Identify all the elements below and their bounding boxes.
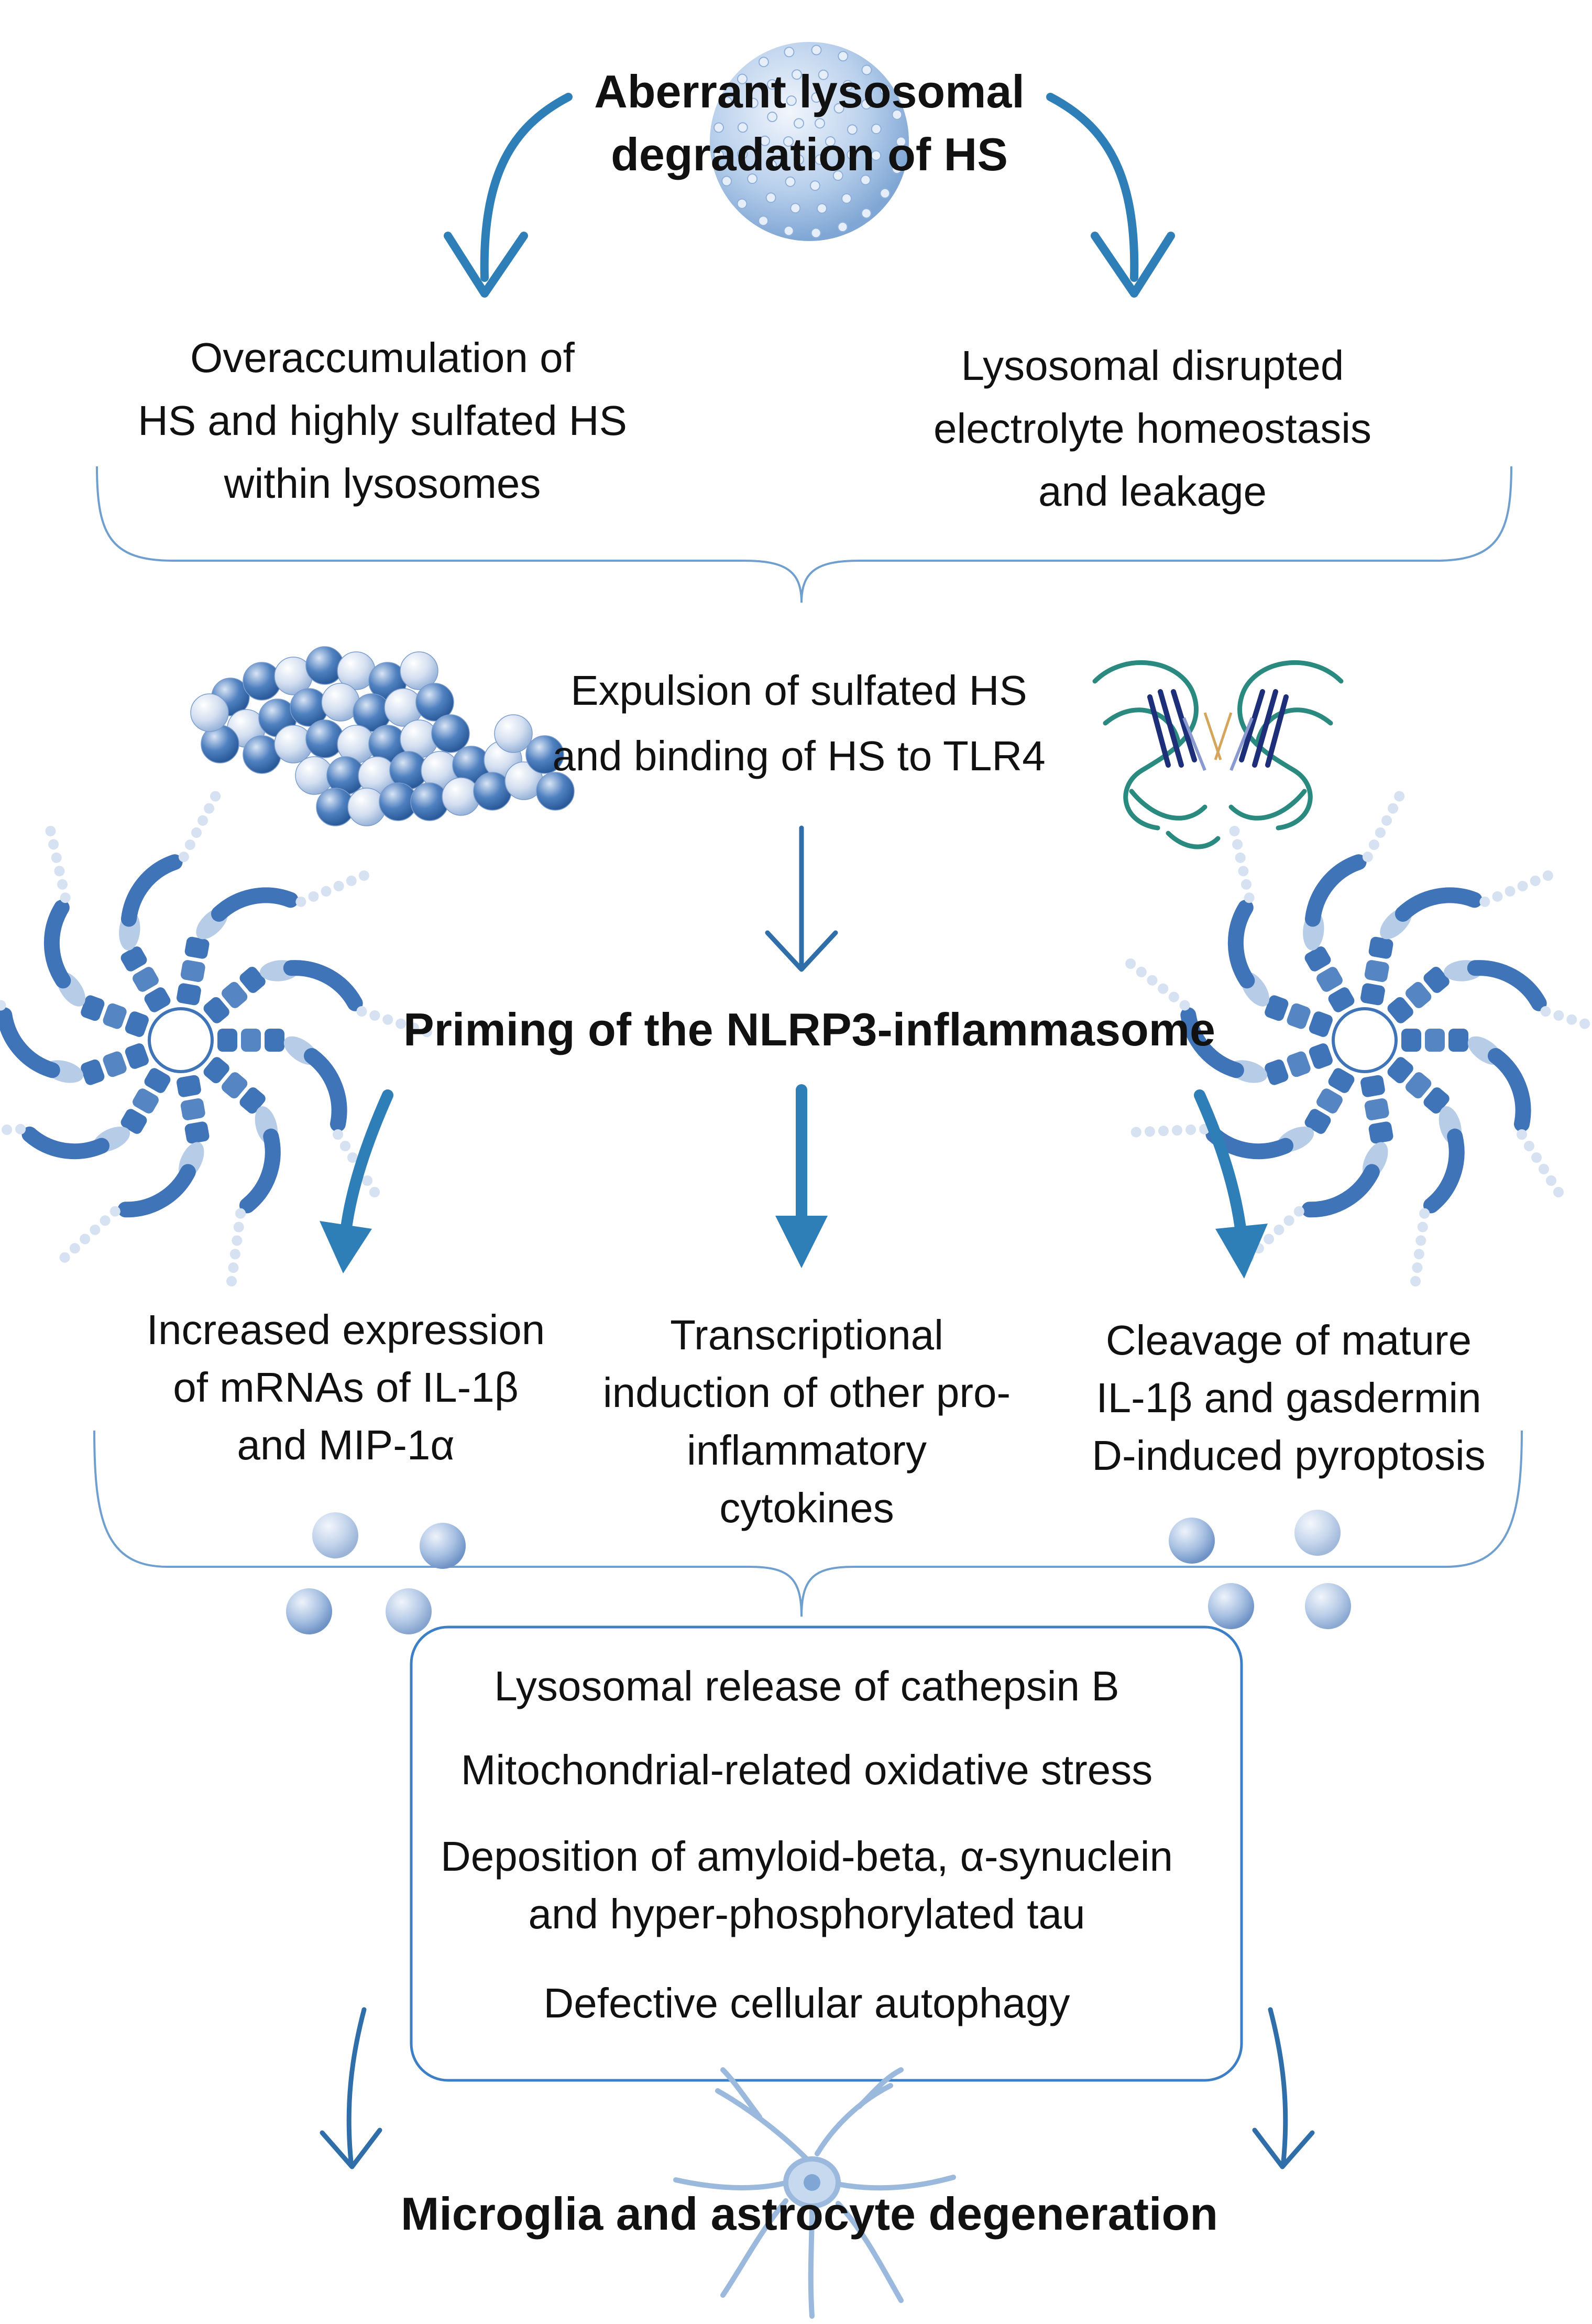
right-branch-line-1: Lysosomal disrupted — [961, 342, 1344, 389]
title-line-1: Aberrant lysosomal — [594, 66, 1025, 117]
arrow-to-right-branch — [1046, 93, 1175, 298]
arrow-to-final-right — [1252, 2007, 1315, 2169]
brace-bottom — [93, 1430, 1523, 1617]
outcome-middle-line-4: cytokines — [719, 1485, 894, 1531]
title-line-2: degradation of HS — [611, 128, 1008, 180]
outcome-left-line-1: Increased expression — [147, 1306, 545, 1353]
box-item-oxidative-stress: Mitochondrial-related oxidative stress — [461, 1747, 1153, 1793]
outcome-middle-line-3: inflammatory — [687, 1427, 927, 1474]
box-item-cathepsin: Lysosomal release of cathepsin B — [494, 1663, 1119, 1709]
nlrp3-inflammasome-icon — [0, 791, 432, 1286]
outcome-right-line-1: Cleavage of mature — [1106, 1317, 1472, 1363]
nlrp3-inflammasome-icon — [1125, 791, 1590, 1286]
left-branch-line-1: Overaccumulation of — [190, 334, 575, 381]
box-item-autophagy: Defective cellular autophagy — [543, 1980, 1070, 2026]
outcome-right-line-3: D-induced pyroptosis — [1092, 1432, 1485, 1479]
arrow-to-outcome-middle — [775, 1084, 828, 1268]
box-item-deposition-line-2: and hyper-phosphorylated tau — [529, 1891, 1085, 1937]
arrow-to-priming — [765, 825, 838, 972]
tlr4-protein-structure-icon — [1092, 660, 1344, 849]
glial-cell-icon — [673, 2067, 956, 2319]
final-label: Microglia and astrocyte degeneration — [401, 2188, 1218, 2240]
left-branch-line-3: within lysosomes — [224, 460, 541, 507]
brace-top — [96, 466, 1512, 603]
arrow-to-final-left — [320, 2007, 382, 2169]
arrow-to-outcome-right — [1194, 1089, 1268, 1279]
priming-label: Priming of the NLRP3-inflammasome — [403, 1003, 1215, 1055]
expulsion-line-2: and binding of HS to TLR4 — [552, 733, 1045, 779]
right-branch-line-2: electrolyte homeostasis — [934, 405, 1371, 452]
arrow-to-left-branch — [444, 93, 573, 298]
outcome-right-line-2: IL-1β and gasdermin — [1096, 1374, 1481, 1421]
lysosome-sphere-icon — [710, 42, 909, 241]
outcome-middle-line-1: Transcriptional — [670, 1312, 943, 1358]
box-item-deposition-line-1: Deposition of amyloid-beta, α-synuclein — [441, 1833, 1173, 1880]
outcome-left-line-3: and MIP-1α — [237, 1422, 454, 1468]
outcome-middle-line-2: induction of other pro- — [603, 1369, 1011, 1416]
mechanisms-box — [410, 1625, 1243, 2082]
expulsion-line-1: Expulsion of sulfated HS — [570, 667, 1027, 714]
right-branch-line-3: and leakage — [1038, 468, 1267, 515]
outcome-left-line-2: of mRNAs of IL-1β — [173, 1364, 519, 1411]
heparan-sulfate-molecule-icon — [190, 646, 575, 826]
left-branch-line-2: HS and highly sulfated HS — [138, 397, 627, 444]
vesicle-sphere-icon — [286, 1510, 1351, 1634]
arrow-to-outcome-left — [320, 1089, 393, 1273]
